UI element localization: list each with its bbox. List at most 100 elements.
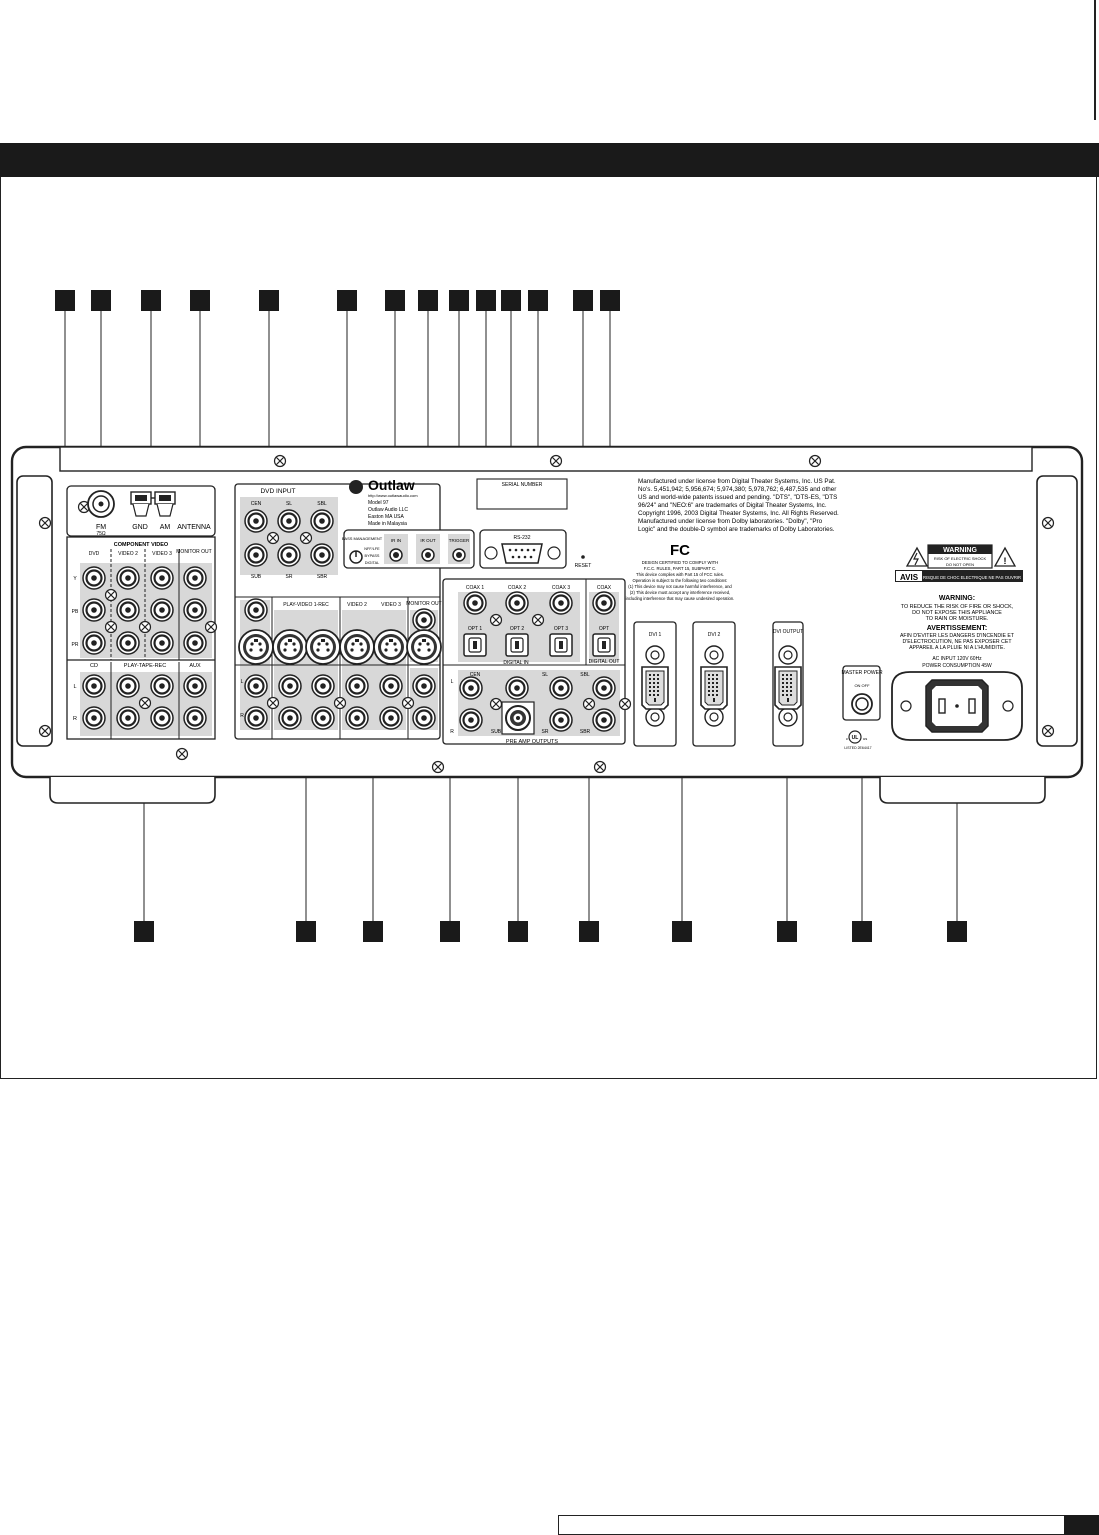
gnd-label: GND: [132, 524, 148, 531]
page-edge-line: [1094, 0, 1096, 120]
brand-name: Outlaw: [368, 477, 415, 493]
callout-marker: [296, 921, 316, 942]
preamp-sr-label: SR: [542, 729, 549, 735]
opt-out-label: OPT: [599, 626, 609, 632]
ir-out-label: IR OUT: [420, 538, 436, 543]
warning-line-2: DO NOT EXPOSE THIS APPLIANCE: [912, 610, 1002, 616]
license-line-2: No's. 5,451,942; 5,956,674; 5,974,380; 5…: [638, 486, 836, 493]
bass-opt-bypass: BYPASS: [365, 554, 380, 558]
svg-text:UL: UL: [852, 735, 859, 741]
play-tape-rec-label: PLAY-TAPE-REC: [124, 663, 166, 669]
license-line-1: Manufactured under license from Digital …: [638, 478, 836, 485]
warning-title: WARNING:: [939, 595, 975, 602]
cv-col-video2: VIDEO 2: [118, 551, 138, 557]
cv-row-y: Y: [73, 576, 77, 582]
avertissement-line-2: D'ELECTROCUTION, NE PAS EXPOSER CET: [903, 639, 1013, 645]
callout-marker: [947, 921, 967, 942]
opt3-label: OPT 3: [554, 626, 569, 632]
opt2-label: OPT 2: [510, 626, 525, 632]
ul-listing-text: LISTED 2E64417: [844, 746, 871, 750]
callout-marker: [259, 290, 279, 311]
right-foot: [879, 777, 1046, 804]
audio-r-label: R: [73, 716, 77, 722]
rear-panel-diagram: FM 75Ω GND AM ANTENNA COMPONENT VIDEO DV…: [10, 311, 1084, 921]
bass-management-title: BASS MANAGEMENT: [342, 536, 383, 541]
dvd-input-title: DVD INPUT: [260, 488, 295, 495]
cv-col-dvd: DVD: [89, 551, 100, 557]
callout-marker: [501, 290, 521, 311]
callout-marker: [190, 290, 210, 311]
license-line-8: Logic" and the double-D symbol are trade…: [638, 526, 835, 533]
avis-label: AVIS: [900, 573, 919, 582]
company-line-4: Made in Malaysia: [368, 521, 407, 527]
fcc-text-block: DESIGN CERTIFIED TO COMPLY WITH F.C.C. R…: [626, 560, 735, 601]
dvd-sr-label: SR: [286, 574, 293, 580]
callout-marker: [508, 921, 528, 942]
avertissement-line-1: AFIN D'EVITER LES DANGERS D'INCENDIE ET: [900, 633, 1015, 639]
am-label: AM: [160, 524, 171, 531]
ir-trigger-jacks: [389, 548, 466, 562]
video-r-label: R: [240, 713, 244, 719]
callout-marker: [573, 290, 593, 311]
cv-row-pb: PB: [72, 609, 79, 615]
left-rack-ear: [16, 475, 53, 747]
dvd-sbl-label: SBL: [317, 501, 327, 507]
dvd-sl-label: SL: [286, 501, 292, 507]
fcc-line-3: This device complies with Part 15 of FCC…: [636, 572, 724, 577]
monitor-out-label: MONITOR OUT: [406, 601, 441, 607]
reset-button: [581, 555, 585, 559]
fcc-line-2: F.C.C. RULES, PART 15, SUBPART C.: [644, 566, 717, 571]
rs232-port: [501, 543, 543, 564]
dvd-sbr-label: SBR: [317, 574, 328, 580]
license-line-3: US and world-wide patents issued and pen…: [638, 494, 837, 501]
video-l-label: L: [241, 679, 244, 685]
ul-mark: [848, 730, 862, 744]
warning-box-line-1: RISK OF ELECTRIC SHOCK: [934, 556, 987, 561]
callout-marker: [134, 921, 154, 942]
callout-marker: [579, 921, 599, 942]
warning-box-line-2: DO NOT OPEN: [946, 562, 974, 567]
play-video1-rec-label: PLAY-VIDEO 1-REC: [283, 602, 329, 608]
shock-warning-icon: [905, 546, 929, 567]
warning-line-3: TO RAIN OR MOISTURE.: [926, 616, 989, 622]
video2-input-label: VIDEO 2: [347, 602, 367, 608]
dvi-output-label: DVI OUTPUT: [773, 629, 803, 635]
cd-label: CD: [90, 663, 98, 669]
digital-in-label: DIGITAL IN: [503, 660, 529, 666]
am-terminal-clips: [130, 491, 176, 517]
page-footer-box: [558, 1515, 1066, 1535]
brand-url: http://www.outlawaudio.com: [368, 493, 418, 498]
bass-opt-digital: DIGITAL: [365, 561, 380, 565]
preamp-sbl-label: SBL: [580, 672, 590, 678]
outlaw-logo-block: Outlaw http://www.outlawaudio.com Model …: [349, 477, 418, 527]
fcc-logo: FC: [670, 542, 690, 559]
warning-label-block: WARNING RISK OF ELECTRIC SHOCK DO NOT OP…: [895, 544, 1023, 651]
fcc-line-5: (1) This device may not cause harmful in…: [628, 584, 732, 589]
callout-marker: [852, 921, 872, 942]
fm-label: FM: [96, 524, 106, 531]
preamp-sl-label: SL: [542, 672, 548, 678]
svg-text:c: c: [846, 736, 848, 741]
page-number-tab: [1064, 1515, 1099, 1535]
callout-marker: [449, 290, 469, 311]
avertissement-title: AVERTISSEMENT:: [927, 625, 988, 632]
license-text-block: Manufactured under license from Digital …: [638, 478, 839, 533]
fcc-line-6: (2) This device must accept any interfer…: [630, 590, 730, 595]
callout-marker: [600, 290, 620, 311]
license-line-4: 96/24" and "NEO:6" are trademarks of Dig…: [638, 502, 827, 509]
exclamation-warning-icon: [993, 546, 1017, 567]
callout-marker: [528, 290, 548, 311]
power-consumption-label: POWER CONSUMPTION 45W: [922, 663, 992, 669]
ir-in-label: IR IN: [391, 538, 401, 543]
license-line-7: Manufactured under license from Dolby la…: [638, 518, 823, 525]
callout-marker: [476, 290, 496, 311]
aux-label: AUX: [189, 663, 201, 669]
callout-marker: [141, 290, 161, 311]
callout-marker: [440, 921, 460, 942]
callout-marker: [363, 921, 383, 942]
ac-input-label: AC INPUT 120V 60Hz: [932, 656, 982, 662]
digital-out-label: DIGITAL OUT: [589, 659, 620, 665]
coax-out-label: COAX: [597, 585, 612, 591]
dvi1-label: DVI 1: [649, 632, 662, 638]
cv-row-pr: PR: [72, 642, 79, 648]
